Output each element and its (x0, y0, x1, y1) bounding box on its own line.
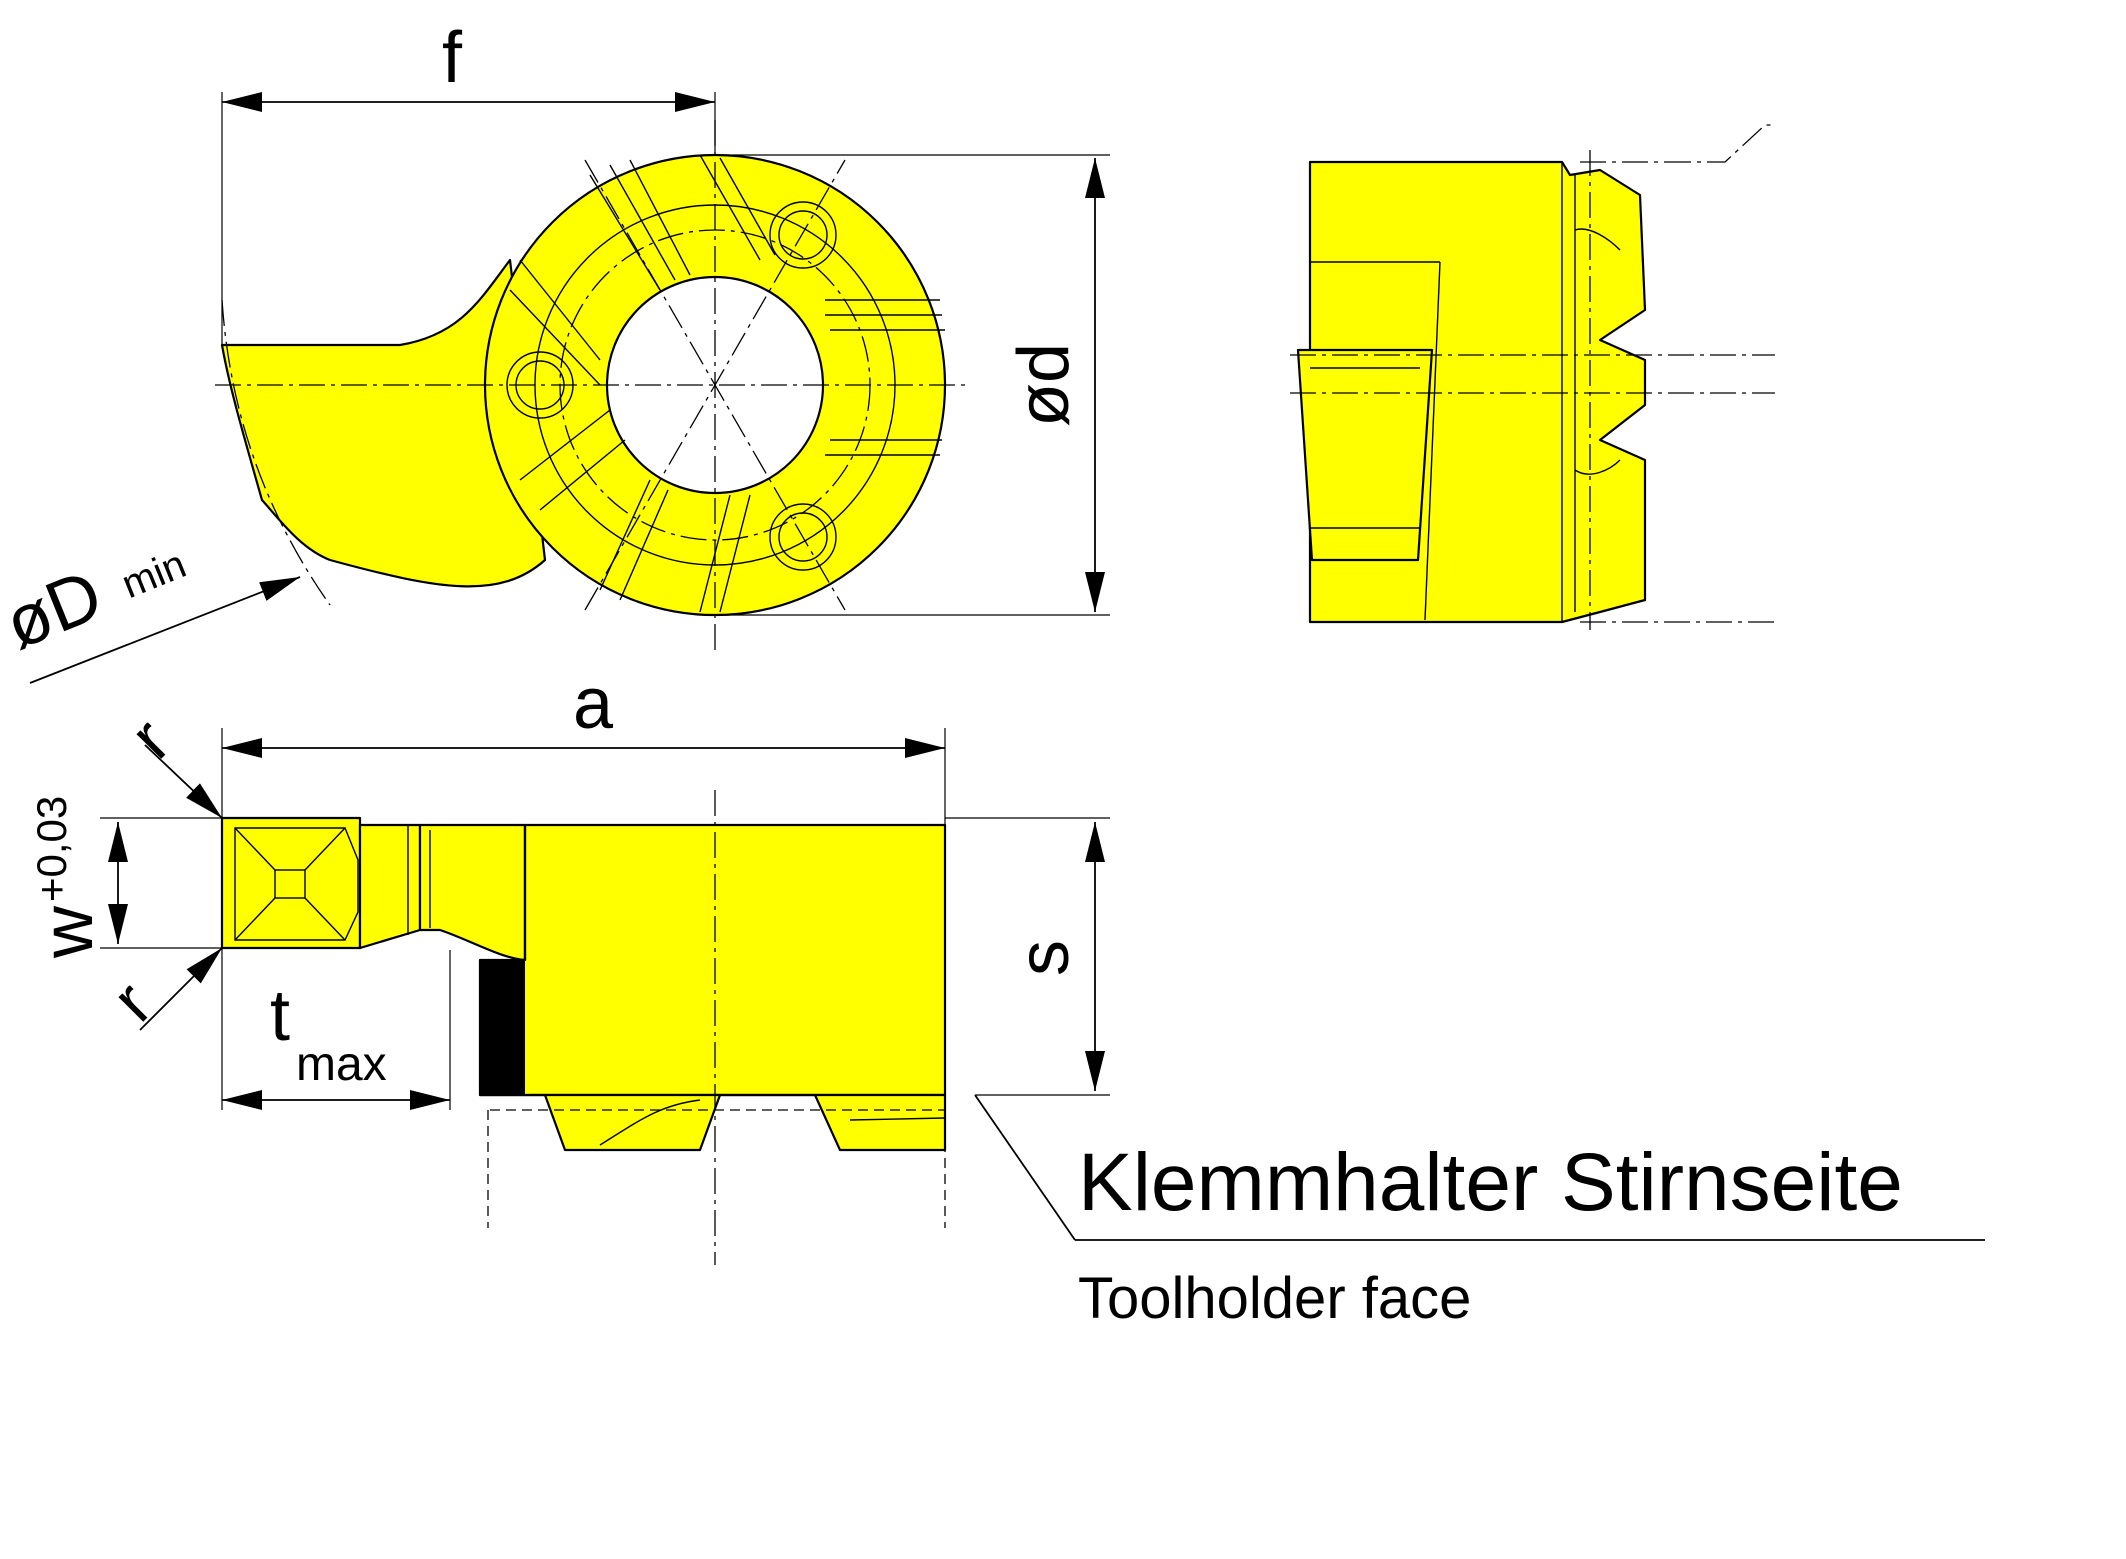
svg-text:øD: øD (0, 555, 113, 665)
side-clamp-face (1296, 348, 1434, 562)
bottom-view (220, 790, 947, 1265)
dim-d (715, 154, 1110, 616)
label-face-en: Toolholder face (1078, 1266, 1471, 1331)
label-face-de: Klemmhalter Stirnseite (1078, 1137, 1903, 1228)
label-dmin: øD min (0, 542, 192, 665)
dim-dmin-leader (29, 576, 301, 684)
dim-tmax (221, 948, 451, 1110)
main-body (523, 823, 947, 1097)
label-r-top: r (116, 704, 184, 772)
side-view (1290, 124, 1775, 630)
bottom-teeth (478, 1093, 947, 1152)
cutting-arm (220, 258, 547, 588)
svg-text:min: min (116, 542, 192, 607)
dim-f (221, 92, 716, 345)
tip-head (220, 816, 362, 950)
dim-s (945, 817, 1110, 1096)
svg-text:w: w (28, 905, 108, 959)
label-f: f (442, 18, 463, 98)
screw-hole-bottom (769, 503, 837, 571)
svg-text:max: max (296, 1038, 387, 1091)
svg-text:+0,03: +0,03 (28, 796, 75, 902)
tip-neck (358, 823, 422, 950)
svg-text:t: t (270, 976, 290, 1056)
label-a: a (573, 664, 614, 744)
label-w: w +0,03 (28, 796, 108, 959)
dmin-arc (221, 299, 331, 606)
face-leader (974, 1094, 1985, 1241)
label-s: s (1004, 940, 1084, 976)
dim-r-top-leader (144, 744, 223, 819)
dim-a (221, 728, 946, 825)
dim-r-bottom-leader (139, 947, 223, 1031)
tip-head-detail (234, 827, 359, 941)
label-tmax: t max (270, 976, 387, 1091)
center-line-diag-2 (584, 159, 846, 611)
label-d: ød (1004, 343, 1084, 427)
dim-w (100, 817, 222, 949)
label-r-bottom: r (98, 967, 166, 1035)
top-view (215, 120, 965, 650)
screw-hole-top (769, 201, 837, 269)
